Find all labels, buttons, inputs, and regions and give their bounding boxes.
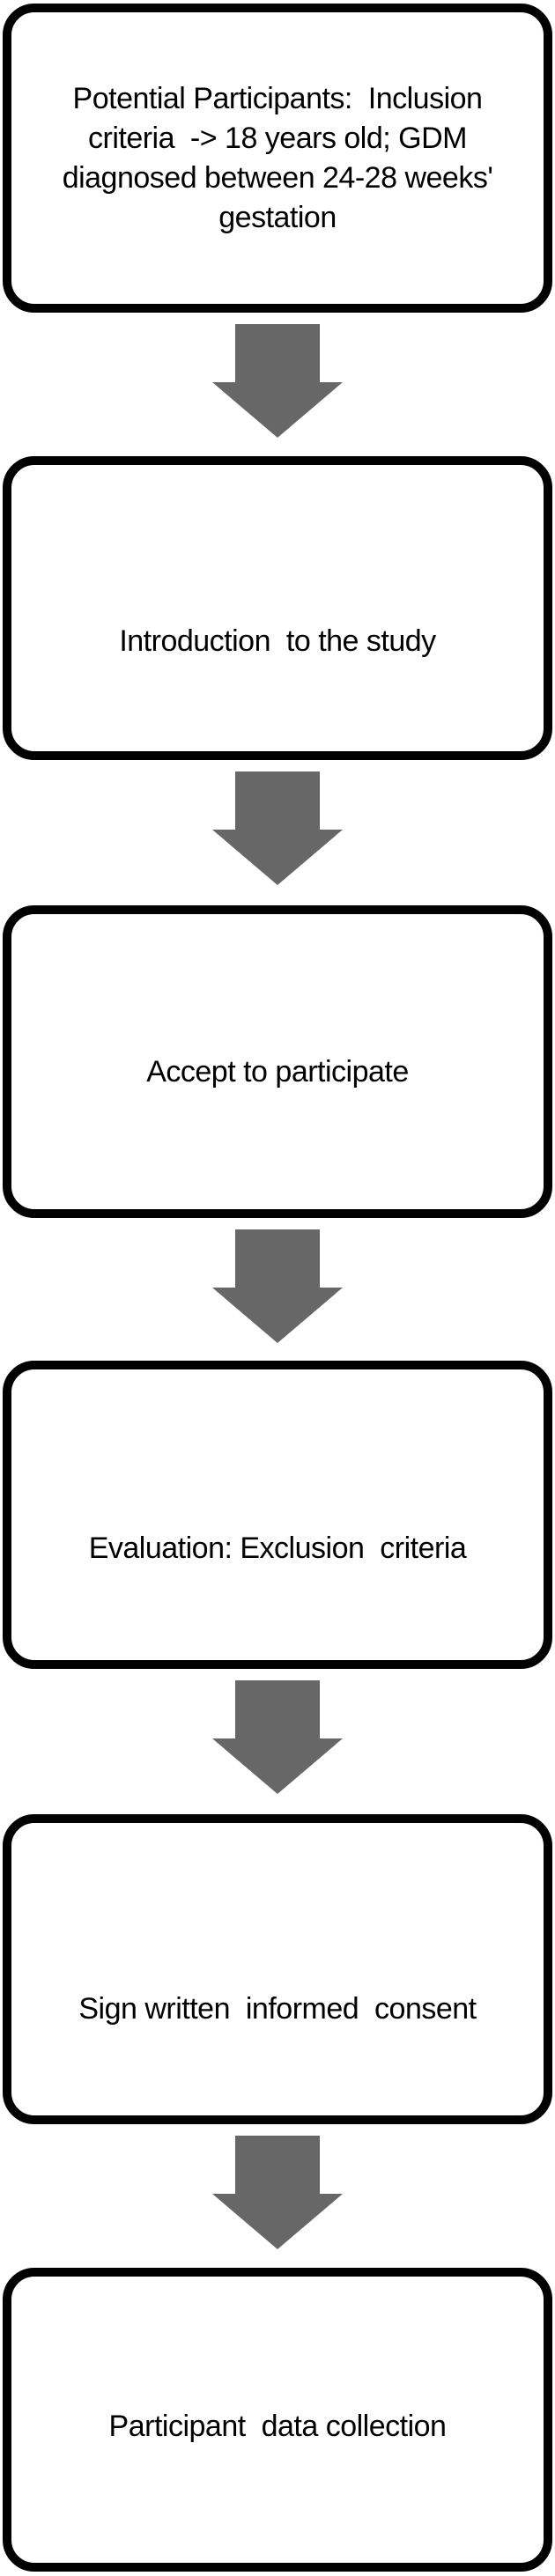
down-arrow-head	[212, 2194, 343, 2249]
down-arrow-icon	[212, 324, 343, 438]
down-arrow-icon	[212, 771, 343, 885]
flow-step-sign-consent-label: Sign written informed consent	[78, 1991, 477, 2026]
flow-step-evaluation-exclusion-label: Evaluation: Exclusion criteria	[88, 1531, 467, 1565]
down-arrow-stem	[235, 771, 320, 830]
down-arrow-head	[212, 1738, 343, 1794]
flow-step-sign-consent: Sign written informed consent	[3, 1814, 552, 2124]
flow-step-data-collection: Participant data collection	[3, 2268, 552, 2572]
flow-step-accept-to-participate: Accept to participate	[3, 905, 552, 1218]
down-arrow-icon	[212, 1680, 343, 1794]
down-arrow-icon	[212, 2136, 343, 2249]
down-arrow-stem	[235, 324, 320, 382]
flow-step-potential-participants-label: Potential Participants: Inclusion criter…	[62, 81, 493, 234]
down-arrow-stem	[235, 1229, 320, 1288]
down-arrow-head	[212, 1288, 343, 1343]
flow-step-introduction-label: Introduction to the study	[119, 624, 436, 658]
down-arrow-stem	[235, 2136, 320, 2194]
down-arrow-stem	[235, 1680, 320, 1738]
flow-step-introduction: Introduction to the study	[3, 456, 552, 760]
flow-step-accept-to-participate-label: Accept to participate	[146, 1055, 409, 1089]
down-arrow-icon	[212, 1229, 343, 1343]
down-arrow-head	[212, 830, 343, 885]
down-arrow-head	[212, 382, 343, 438]
flow-step-potential-participants: Potential Participants: Inclusion criter…	[3, 4, 552, 313]
flow-step-data-collection-label: Participant data collection	[108, 2410, 447, 2443]
flow-step-evaluation-exclusion: Evaluation: Exclusion criteria	[3, 1361, 552, 1669]
